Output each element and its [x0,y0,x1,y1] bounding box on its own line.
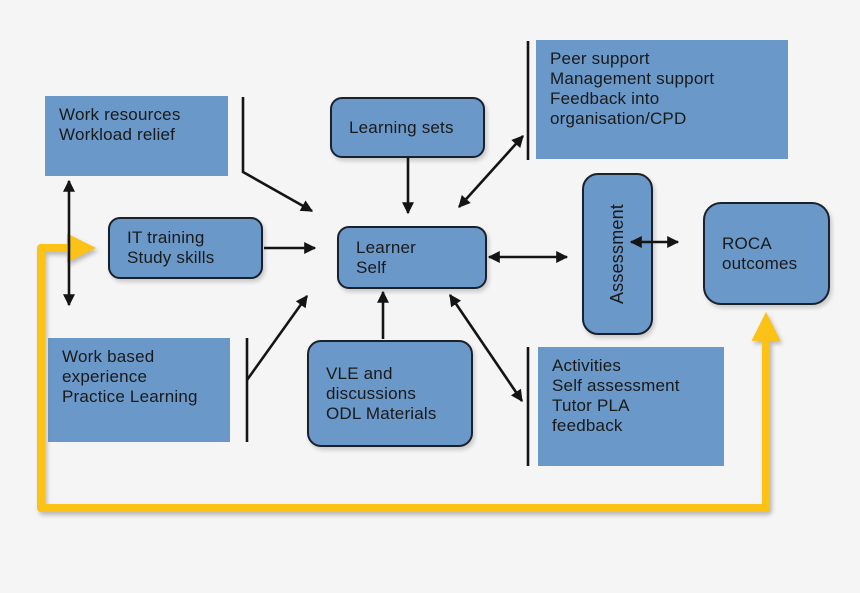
it-training-line2: Study skills [127,248,215,267]
it-training-box: IT training Study skills [108,217,263,279]
work-based-line3: Practice Learning [62,387,198,406]
learning-sets-label: Learning sets [349,117,454,137]
assessment-label: Assessment [607,203,628,305]
work-based-line2: experience [62,367,148,386]
vle-line1: VLE and [326,363,393,383]
work-resources-line2: Workload relief [59,125,176,144]
work-resources-line1: Work resources [59,105,181,124]
activities-line4: feedback [552,416,623,435]
activities-line3: Tutor PLA [552,396,630,415]
work-based-line1: Work based [62,347,155,366]
roca-outcomes-box: ROCA outcomes [703,202,830,305]
vle-line2: discussions [326,383,417,403]
peer-support-line2: Management support [550,69,715,88]
it-training-line1: IT training [127,228,205,247]
roca-line2: outcomes [722,253,798,273]
assessment-box: Assessment [582,173,653,335]
activities-line1: Activities [552,356,622,375]
vle-line3: ODL Materials [326,403,437,423]
activities-box: Activities Self assessment Tutor PLA fee… [538,347,724,466]
peer-support-line4: organisation/CPD [550,109,687,128]
learning-sets-box: Learning sets [330,97,485,158]
peer-support-box: Peer support Management support Feedback… [536,40,788,159]
vle-box: VLE and discussions ODL Materials [307,340,473,447]
roca-line1: ROCA [722,233,772,253]
activities-line2: Self assessment [552,376,680,395]
peer-support-line1: Peer support [550,49,650,68]
learner-self-line1: Learner [356,237,416,257]
peer-support-line3: Feedback into [550,89,660,108]
learner-self-line2: Self [356,257,387,277]
work-based-box: Work based experience Practice Learning [48,338,230,442]
learner-self-box: Learner Self [337,226,487,289]
work-based-to-learner-arrow [245,295,309,381]
work-resources-divider-to-learner-arrow [241,97,314,213]
work-resources-box: Work resources Workload relief [45,96,228,176]
